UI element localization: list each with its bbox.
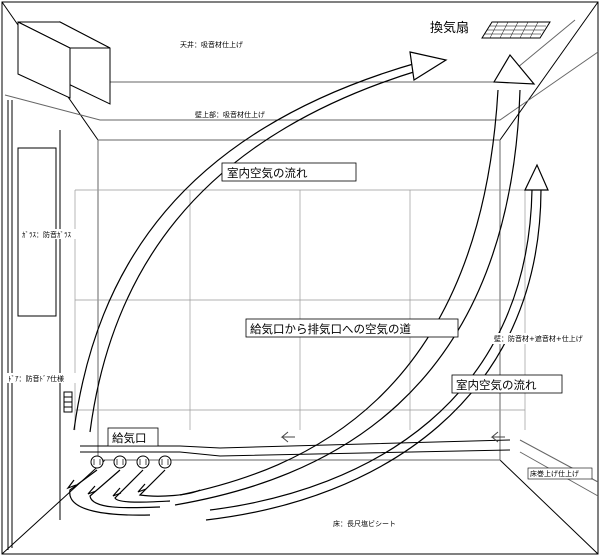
exhaust-fan-vent (481, 21, 551, 39)
svg-text:ｶﾞﾗｽ：防音ｶﾞﾗｽ: ｶﾞﾗｽ：防音ｶﾞﾗｽ (22, 230, 71, 239)
airflow-arrow-right (205, 189, 542, 521)
svg-text:給気口: 給気口 (112, 431, 147, 445)
svg-text:ﾄﾞｱ：防音ﾄﾞｱ仕様: ﾄﾞｱ：防音ﾄﾞｱ仕様 (8, 374, 64, 383)
svg-text:壁：防音材+遮音材+仕上げ: 壁：防音材+遮音材+仕上げ (494, 334, 583, 343)
svg-text:床巻上げ仕上げ: 床巻上げ仕上げ (530, 469, 579, 478)
door-handle-lines (64, 396, 72, 408)
floor-edge-label: 床巻上げ仕上げ (527, 467, 593, 480)
left-pointing-arrow (490, 431, 505, 443)
airflow-arrow-path (179, 89, 499, 496)
svg-text:天井：吸音材仕上げ: 天井：吸音材仕上げ (180, 40, 243, 49)
wall-label: 壁：防音材+遮音材+仕上げ (492, 333, 596, 344)
upper-wall-label: 壁上部：吸音材仕上げ (195, 110, 265, 119)
inlet-valves (90, 455, 172, 469)
glass-label: ｶﾞﾗｽ：防音ｶﾞﾗｽ (20, 229, 76, 239)
svg-text:給気口から排気口への空気の道: 給気口から排気口への空気の道 (250, 322, 411, 336)
fan-label: 換気扇 (428, 18, 476, 36)
ceiling-label: 天井：吸音材仕上げ (180, 40, 243, 49)
left-pointing-arrow (280, 431, 295, 443)
arrowhead (492, 53, 536, 85)
airflow-arrows (66, 51, 549, 521)
floor-label: 床：長尺塩ビシート (333, 519, 396, 528)
inlet-label: 給気口 (107, 427, 159, 447)
svg-text:壁上部：吸音材仕上げ: 壁上部：吸音材仕上げ (195, 110, 265, 119)
svg-text:室内空気の流れ: 室内空気の流れ (227, 166, 308, 180)
arrowhead (524, 163, 549, 191)
svg-text:換気扇: 換気扇 (430, 20, 469, 36)
svg-text:室内空気の流れ: 室内空気の流れ (456, 378, 537, 392)
arrowhead (409, 51, 448, 81)
path-label: 給気口から排気口への空気の道 (245, 318, 459, 338)
door-frame (7, 100, 61, 550)
air-conditioner (17, 21, 111, 105)
airflow-top-label: 室内空気の流れ (221, 162, 357, 182)
left-wall-fixtures (7, 100, 73, 550)
svg-text:床：長尺塩ビシート: 床：長尺塩ビシート (333, 519, 396, 528)
door-label: ﾄﾞｱ：防音ﾄﾞｱ仕様 (6, 373, 76, 383)
back-wall-grid (74, 189, 526, 430)
airflow-arrow-top (73, 61, 421, 431)
airflow-right-label: 室内空気の流れ (451, 374, 563, 394)
